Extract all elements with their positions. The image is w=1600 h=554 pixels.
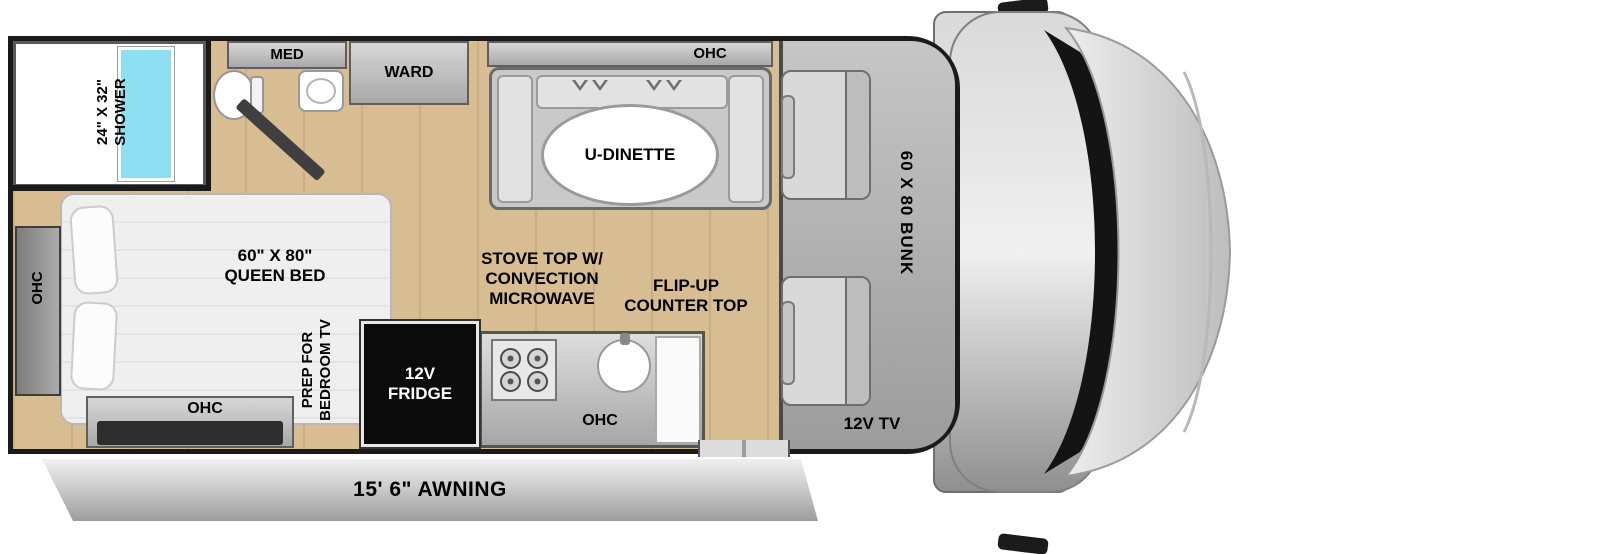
med-cabinet: MED	[227, 41, 347, 69]
awning-bar: 15' 6" AWNING	[42, 459, 818, 521]
wall-under-shower	[13, 185, 211, 191]
seat-back	[845, 278, 869, 404]
cab-mirror-bottom-icon	[997, 533, 1049, 554]
dinette-ohc-label: OHC	[693, 45, 727, 62]
driver-seat	[781, 70, 871, 200]
stove-label: STOVE TOP W/ CONVECTION MICROWAVE	[481, 249, 603, 309]
flip-up-counter	[655, 336, 701, 444]
dinette-ohc-cabinet	[487, 41, 773, 67]
front-bumper-seam	[1182, 71, 1213, 433]
bathroom-sink-icon	[298, 70, 344, 112]
seat-armrest	[781, 94, 795, 180]
kitchen-sink-icon	[597, 339, 651, 393]
kitchen-ohc-label: OHC	[582, 412, 618, 429]
sink-bowl	[306, 78, 336, 104]
pillow	[69, 300, 119, 392]
dinette-label: U-DINETTE	[584, 144, 676, 164]
pillow	[68, 204, 120, 296]
cab-hood	[1063, 26, 1232, 478]
fridge-label: 12V FRIDGE	[387, 363, 453, 403]
windshield-icon	[1044, 30, 1121, 474]
shower-pan	[118, 47, 174, 181]
seat-armrest	[781, 300, 795, 386]
passenger-seat	[781, 276, 871, 406]
faucet-icon	[620, 333, 630, 345]
bedroom-side-ohc-cabinet	[15, 226, 61, 396]
entry-door-step	[698, 440, 790, 457]
truck-cab-front	[933, 0, 1232, 554]
dinette-table: U-DINETTE	[541, 104, 719, 206]
flip-up-label: FLIP-UP COUNTER TOP	[624, 276, 748, 316]
stove-icon	[491, 339, 557, 401]
dinette-cushion-left	[497, 75, 533, 203]
shower-label: 24" X 32" SHOWER	[94, 78, 129, 146]
queen-bed	[60, 193, 392, 425]
bedroom-bottom-ohc-label: OHC	[187, 400, 223, 417]
tv-label: 12V TV	[843, 414, 901, 433]
ward-label: WARD	[384, 63, 434, 81]
med-label: MED	[270, 46, 304, 64]
queen-bed-label: 60" X 80" QUEEN BED	[224, 246, 326, 286]
wardrobe-cabinet: WARD	[349, 41, 469, 105]
seat-back	[845, 72, 869, 198]
fridge: 12V FRIDGE	[361, 321, 479, 447]
bunk-label: 60 X 80 BUNK	[897, 150, 917, 276]
bedroom-side-ohc-label: OHC	[29, 271, 47, 305]
bedroom-step-rug	[97, 421, 283, 445]
awning-label: 15' 6" AWNING	[353, 477, 507, 501]
wall-shower-divider	[206, 41, 211, 191]
dinette-cushion-right	[728, 75, 764, 203]
prep-tv-label: PREP FOR BEDROOM TV	[299, 319, 334, 421]
